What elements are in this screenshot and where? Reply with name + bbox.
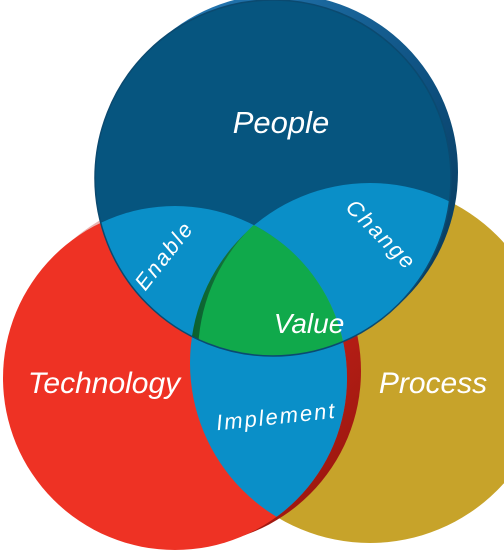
value-center: [198, 206, 347, 356]
people-label: People: [233, 105, 330, 140]
process-label: Process: [379, 367, 487, 400]
value-label: Value: [274, 308, 345, 339]
technology-label: Technology: [28, 367, 182, 400]
people-circle-rim: [94, 0, 452, 357]
